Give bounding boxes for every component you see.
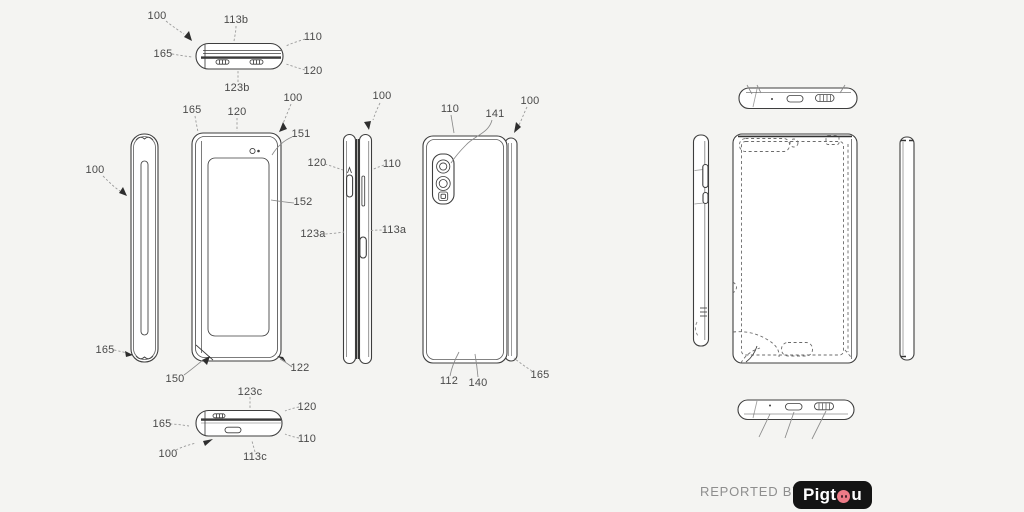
ref-label: 123a (300, 228, 326, 240)
ref-label: 150 (165, 373, 185, 385)
power-button (359, 236, 367, 259)
camera-cutout-outline (739, 138, 790, 152)
fold-seam (201, 418, 281, 421)
fig-unfolded-right-side-view (899, 136, 915, 361)
ref-label: 165 (152, 418, 172, 430)
fig-hinge-side-view (102, 133, 159, 363)
ref-label: 110 (297, 433, 317, 445)
fig-folded-side-view (320, 102, 387, 365)
brand-text-prefix: Pigt (803, 485, 837, 504)
fig-unfolded-left-side-view (692, 134, 710, 347)
ref-label: 100 (520, 95, 540, 107)
cover-camera-icon (249, 147, 256, 155)
volume-button (702, 163, 709, 189)
arrowhead (125, 351, 133, 357)
power-button (702, 191, 709, 205)
ref-label: 122 (290, 362, 310, 374)
arrowhead (119, 187, 127, 196)
ref-label: 165 (95, 344, 115, 356)
ref-label: 165 (182, 104, 202, 116)
ref-label: 165 (530, 369, 550, 381)
fig-back-view (422, 106, 533, 378)
mic-hole (769, 404, 771, 407)
ref-label: 151 (291, 128, 311, 140)
volume-button (346, 174, 354, 198)
fig-unfolded-bottom-view (737, 399, 855, 440)
ref-label: 100 (85, 164, 105, 176)
usb-port (786, 95, 804, 103)
cover-screen (207, 157, 270, 337)
arrowhead (279, 122, 287, 132)
main-screen-outline (741, 141, 844, 356)
ref-label: 100 (283, 92, 303, 104)
camera-flash (438, 191, 449, 201)
arrowhead (184, 31, 192, 41)
usb-port (224, 426, 242, 434)
ref-label: 113a (381, 224, 407, 236)
ref-label: 110 (303, 31, 323, 43)
fingerprint-outline (781, 342, 813, 357)
ref-label: 100 (372, 90, 392, 102)
ref-label: 165 (153, 48, 173, 60)
speaker-grille (814, 402, 834, 411)
fig-unfolded-top-view (738, 84, 858, 110)
brand-text-suffix: u (851, 485, 862, 504)
ref-label: 112 (439, 375, 459, 387)
ref-label: 110 (440, 103, 460, 115)
ref-label: 141 (485, 108, 505, 120)
ref-label: 100 (158, 448, 178, 460)
ref-label: 140 (468, 377, 488, 389)
ref-label: 100 (147, 10, 167, 22)
fig-front-cover-view (183, 103, 295, 376)
arrowhead (514, 122, 521, 133)
ref-label: 110 (382, 158, 402, 170)
ref-label: 120 (227, 106, 247, 118)
ref-label: 120 (297, 401, 317, 413)
ref-label: 120 (303, 65, 323, 77)
fig-folded-bottom-view (169, 396, 300, 453)
pig-nose-icon (837, 490, 851, 503)
arrowhead (202, 356, 210, 365)
camera-module (431, 153, 455, 205)
fold-seam (201, 56, 281, 59)
cover-sensor-dot (257, 149, 260, 153)
speaker-grille (815, 94, 835, 102)
usb-port (785, 403, 803, 411)
ref-label: 152 (293, 196, 313, 208)
arrowhead (203, 439, 213, 446)
arrowhead (277, 356, 286, 362)
fig-unfolded-front-view (732, 133, 858, 364)
arrowhead (364, 121, 371, 130)
ref-label: 123b (224, 82, 250, 94)
fig-folded-top-view (165, 20, 306, 83)
ref-label: 123c (237, 386, 263, 398)
ref-label: 113b (223, 14, 249, 26)
ref-label: 120 (307, 157, 327, 169)
ref-label: 113c (243, 451, 267, 463)
reported-by-text: REPORTED BY (700, 484, 802, 499)
mic-hole (771, 98, 773, 100)
